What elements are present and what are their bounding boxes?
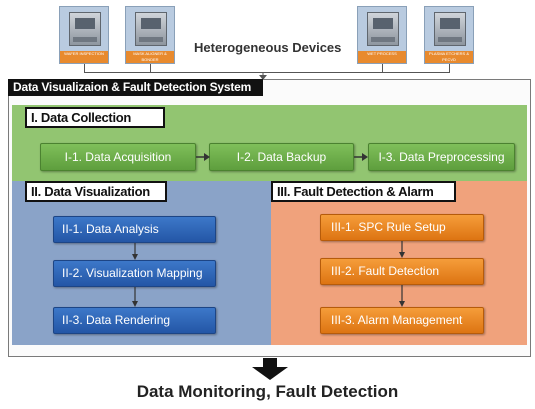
wet-process-machine-icon [367, 12, 399, 46]
data-backup-step: I-2. Data Backup [209, 143, 354, 171]
spc-rule-setup-step: III-1. SPC Rule Setup [320, 214, 484, 241]
device-bus-line [84, 72, 450, 73]
data-acquisition-step: I-1. Data Acquisition [40, 143, 196, 171]
output-label: Data Monitoring, Fault Detection [136, 382, 399, 401]
mask-aligner-machine-icon [135, 12, 167, 46]
fault-detection-step: III-2. Fault Detection [320, 258, 484, 285]
plasma-etcher-device: PLASMA ETCHERS & PECVD [424, 6, 474, 64]
alarm-management-step: III-3. Alarm Management [320, 307, 484, 334]
device-connector [382, 64, 383, 72]
device-label: WET PROCESS [358, 51, 406, 63]
arrow-down-icon [132, 243, 138, 260]
mask-aligner-device: MASK ALIGNER & BONDER [125, 6, 175, 64]
heterogeneous-devices-label: Heterogeneous Devices [194, 40, 342, 55]
device-label: MASK ALIGNER & BONDER [126, 51, 174, 63]
wet-process-device: WET PROCESS [357, 6, 407, 64]
arrow-down-icon [399, 241, 405, 258]
bus-down-arrow-icon [259, 72, 267, 80]
plasma-etcher-machine-icon [434, 12, 466, 46]
system-title: Data Visualizaion & Fault Detection Syst… [8, 79, 263, 96]
arrow-right-icon [196, 153, 210, 161]
arrow-down-icon [399, 285, 405, 307]
arrow-down-icon [132, 287, 138, 307]
arrow-right-icon [354, 153, 368, 161]
device-connector [150, 64, 151, 72]
wafer-inspection-device: WAFER INSPECTION [59, 6, 109, 64]
fault-detection-title: III. Fault Detection & Alarm [271, 181, 456, 202]
data-preprocessing-step: I-3. Data Preprocessing [368, 143, 515, 171]
device-connector [84, 64, 85, 72]
device-label: WAFER INSPECTION [60, 51, 108, 63]
wafer-inspection-machine-icon [69, 12, 101, 46]
device-label: PLASMA ETCHERS & PECVD [425, 51, 473, 63]
output-down-arrow-icon [252, 358, 288, 380]
data-analysis-step: II-1. Data Analysis [53, 216, 216, 243]
visualization-mapping-step: II-2. Visualization Mapping [53, 260, 216, 287]
device-connector [449, 64, 450, 72]
data-collection-title: I. Data Collection [25, 107, 165, 128]
data-rendering-step: II-3. Data Rendering [53, 307, 216, 334]
data-visualization-title: II. Data Visualization [25, 181, 167, 202]
